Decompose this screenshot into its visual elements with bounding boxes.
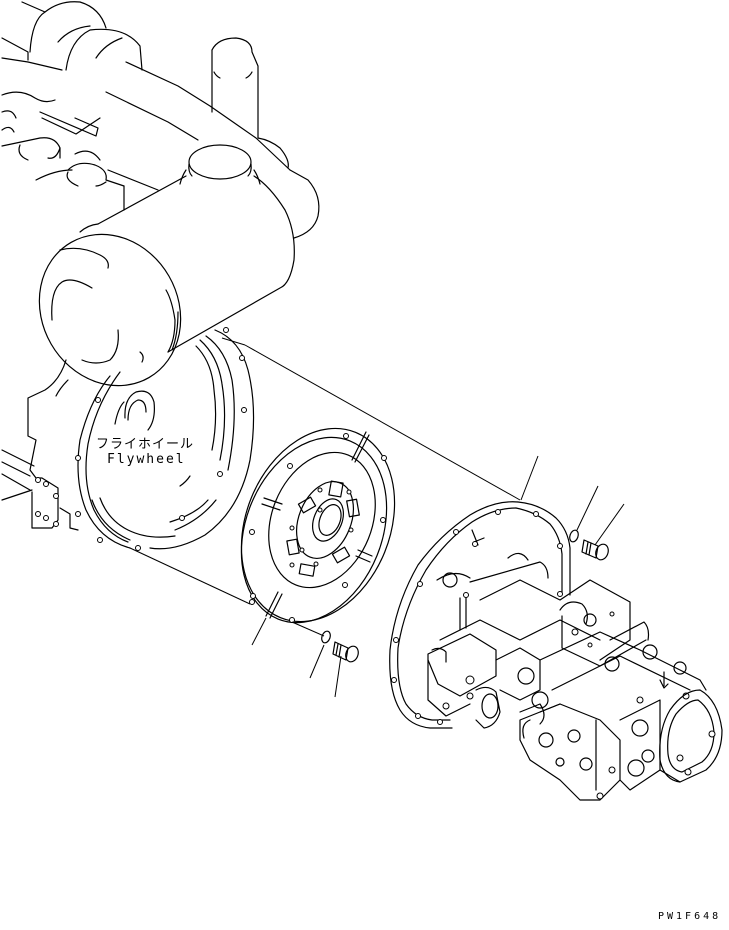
leader-bolt-2 <box>594 503 625 546</box>
flywheel-housing <box>1 359 79 531</box>
housing-fasteners <box>520 455 625 561</box>
pump-housing <box>389 501 571 729</box>
disc-fasteners <box>251 617 359 698</box>
washer-1 <box>321 630 331 644</box>
flywheel <box>75 327 521 605</box>
bolt-1 <box>332 641 359 663</box>
bolt-2 <box>581 539 609 561</box>
engine <box>1 1 320 397</box>
leader-housing <box>520 455 539 501</box>
flywheel-label-en: Flywheel <box>105 452 188 467</box>
leader-washer-2 <box>576 485 599 531</box>
leader-disc <box>251 617 267 646</box>
flywheel-label-jp: フライホイール <box>94 433 197 452</box>
washer-2 <box>569 529 579 543</box>
drawing-number: PW1F648 <box>658 911 722 922</box>
hydraulic-pump <box>427 579 723 801</box>
leader-bolt-1 <box>334 655 342 698</box>
leader-washer-1 <box>309 644 325 679</box>
damper-disc <box>240 427 396 624</box>
